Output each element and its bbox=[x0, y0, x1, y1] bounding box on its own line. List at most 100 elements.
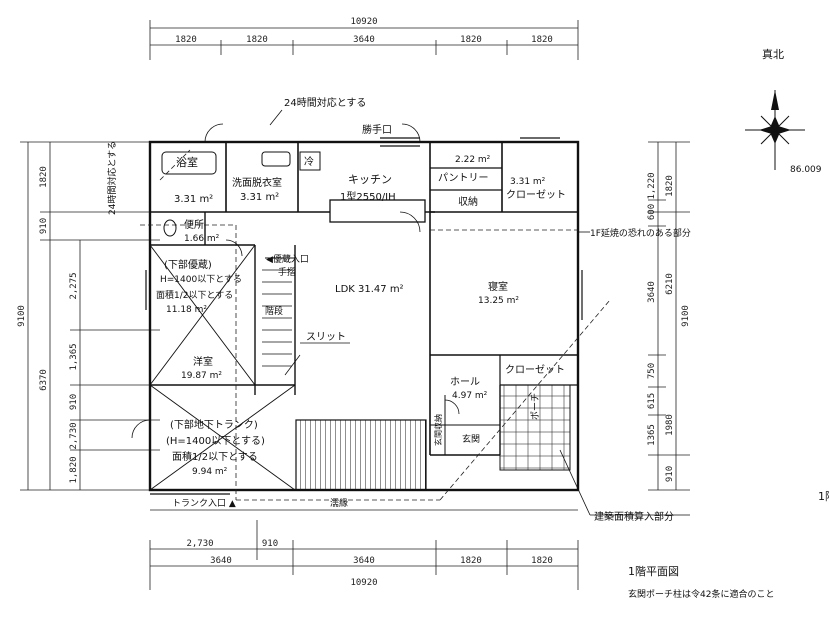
dim-top-part: 1820 bbox=[175, 35, 197, 45]
dim-top-part: 1820 bbox=[246, 35, 268, 45]
bathtub bbox=[161, 151, 217, 175]
dim-right-total: 9100 bbox=[681, 305, 691, 327]
dim-right-outer: 1820 bbox=[665, 175, 675, 197]
fridge-label: 冷 bbox=[304, 155, 314, 168]
lower-attic-area: 11.18 m² bbox=[166, 305, 207, 315]
dim-bottom-total: 10920 bbox=[350, 578, 377, 588]
dim-right-inner: 600 bbox=[647, 204, 657, 220]
toilet-area: 1.66 m² bbox=[184, 234, 220, 244]
pantry-label: パントリー bbox=[438, 172, 489, 184]
trunk-rule: 面積1/2以下とする bbox=[172, 450, 258, 463]
plan-title: 1階平面図 bbox=[628, 564, 679, 578]
dim-bottom-part: 1820 bbox=[531, 556, 553, 566]
ldk-label: LDK 31.47 m² bbox=[335, 284, 404, 295]
dim-left-outer: 910 bbox=[39, 218, 49, 234]
dim-right-outer: 910 bbox=[665, 466, 675, 482]
leader-lines bbox=[269, 109, 690, 516]
hall-label: ホール bbox=[450, 376, 480, 388]
kitchen-spec: 1型2550/IH bbox=[340, 190, 396, 203]
dim-right-inner: 615 bbox=[647, 393, 657, 409]
porch-tiles bbox=[499, 384, 571, 471]
entrance-label: 玄関 bbox=[462, 433, 480, 445]
closet1-area: 3.31 m² bbox=[510, 177, 546, 187]
dim-left-outer: 6370 bbox=[39, 369, 49, 391]
dim-left-inner: 2,275 bbox=[69, 272, 79, 299]
dashed-lines bbox=[140, 149, 611, 501]
spread-fire-note: 1F延焼の恐れのある部分 bbox=[590, 227, 691, 239]
staircase bbox=[262, 269, 292, 367]
western-room-label: 洋室 bbox=[193, 355, 213, 368]
handrail-label: 手摺 bbox=[278, 266, 296, 278]
north-compass-icon bbox=[745, 90, 805, 170]
dim-top-part: 1820 bbox=[460, 35, 482, 45]
dim-right-inner: 3640 bbox=[647, 281, 657, 303]
dim-right-outer: 6210 bbox=[665, 273, 675, 295]
room-bath-area: 3.31 m² bbox=[174, 194, 213, 205]
service-door-label: 勝手口 bbox=[362, 123, 392, 136]
lower-attic-label: (下部優蔵) bbox=[164, 258, 212, 271]
deck-label: 濡縁 bbox=[330, 497, 348, 509]
dim-bottom-part: 1820 bbox=[460, 556, 482, 566]
dim-top-part: 1820 bbox=[531, 35, 553, 45]
closet1-label: クローゼット bbox=[506, 189, 566, 201]
trunk-height: (H=1400以下とする) bbox=[166, 435, 265, 447]
dim-left-total: 9100 bbox=[17, 305, 27, 327]
fridge-box bbox=[299, 151, 321, 171]
window-marks bbox=[145, 137, 583, 495]
bedroom-label: 寝室 bbox=[488, 280, 508, 293]
trunk-entry-label: トランク入口 ▲ bbox=[172, 498, 236, 509]
storage-cross-lines bbox=[149, 244, 296, 491]
dim-right-inner: 1365 bbox=[647, 424, 657, 446]
edge-mark: 1階 bbox=[818, 489, 829, 503]
trunk-label: (下部地下トランク) bbox=[170, 418, 258, 431]
western-room-area: 19.87 m² bbox=[181, 371, 222, 381]
toilet-bowl bbox=[163, 219, 177, 237]
notes: 真北 86.009 24時間対応とする 24時間対応とする 1F延焼の恐れのある… bbox=[106, 47, 829, 600]
deck-area bbox=[295, 419, 427, 491]
dim-top-total: 10920 bbox=[350, 17, 377, 27]
porch-note: 玄関ポーチ柱は令42条に適合のこと bbox=[628, 588, 774, 600]
dim-left-inner: 910 bbox=[69, 394, 79, 410]
entry-storage-label: 玄関収納 bbox=[433, 414, 443, 446]
lower-attic-rule: 面積1/2以下とする bbox=[156, 289, 233, 301]
door-swings bbox=[131, 123, 460, 439]
toilet-label: 便所 bbox=[184, 218, 204, 231]
attic-entry-label: ◀優蔵入口 bbox=[266, 253, 309, 265]
room-washroom-area: 3.31 m² bbox=[240, 192, 279, 203]
dim-right-inner: 750 bbox=[647, 363, 657, 379]
storage-label: 収納 bbox=[458, 195, 478, 208]
room-bath-label: 浴室 bbox=[176, 155, 198, 169]
closet2-label: クローゼット bbox=[505, 364, 565, 376]
bedroom-area: 13.25 m² bbox=[478, 296, 519, 306]
dimension-texts: 10920 1820 1820 3640 1820 1820 2,730 910… bbox=[17, 17, 691, 588]
dim-bottom-part: 3640 bbox=[210, 556, 232, 566]
trunk-area: 9.94 m² bbox=[192, 467, 228, 477]
dim-right-outer: 1980 bbox=[665, 414, 675, 436]
north-value: 86.009 bbox=[790, 165, 822, 175]
wash-basin bbox=[261, 151, 291, 167]
room-labels: 浴室 3.31 m² 洗面脱衣室 3.31 m² 冷 キッチン 1型2550/I… bbox=[156, 123, 566, 509]
dim-left-outer: 1820 bbox=[39, 166, 49, 188]
dim-left-inner: 1,365 bbox=[69, 343, 79, 370]
building-area-note: 建築面積算入部分 bbox=[594, 510, 674, 523]
dim-top-part: 3640 bbox=[353, 35, 375, 45]
room-kitchen-label: キッチン bbox=[348, 173, 392, 186]
dimension-lines bbox=[20, 20, 690, 590]
dim-bottom-part: 3640 bbox=[353, 556, 375, 566]
kitchen-counter bbox=[329, 199, 426, 223]
dim-left-inner: 2,730 bbox=[69, 422, 79, 449]
hall-area: 4.97 m² bbox=[452, 391, 488, 401]
dim-bottom-mid: 2,730 bbox=[186, 539, 213, 549]
dim-bottom-mid: 910 bbox=[262, 539, 278, 549]
dim-left-inner: 1,820 bbox=[69, 456, 79, 483]
room-washroom-label: 洗面脱衣室 bbox=[232, 176, 282, 189]
porch-label: ポーチ bbox=[530, 393, 541, 420]
pantry-area: 2.22 m² bbox=[455, 155, 491, 165]
stairs-label: 階段 bbox=[265, 305, 283, 317]
note-24h-left: 24時間対応とする bbox=[106, 141, 118, 215]
note-24h-top: 24時間対応とする bbox=[284, 96, 366, 109]
north-label: 真北 bbox=[762, 47, 784, 61]
slit-label: スリット bbox=[306, 332, 346, 343]
